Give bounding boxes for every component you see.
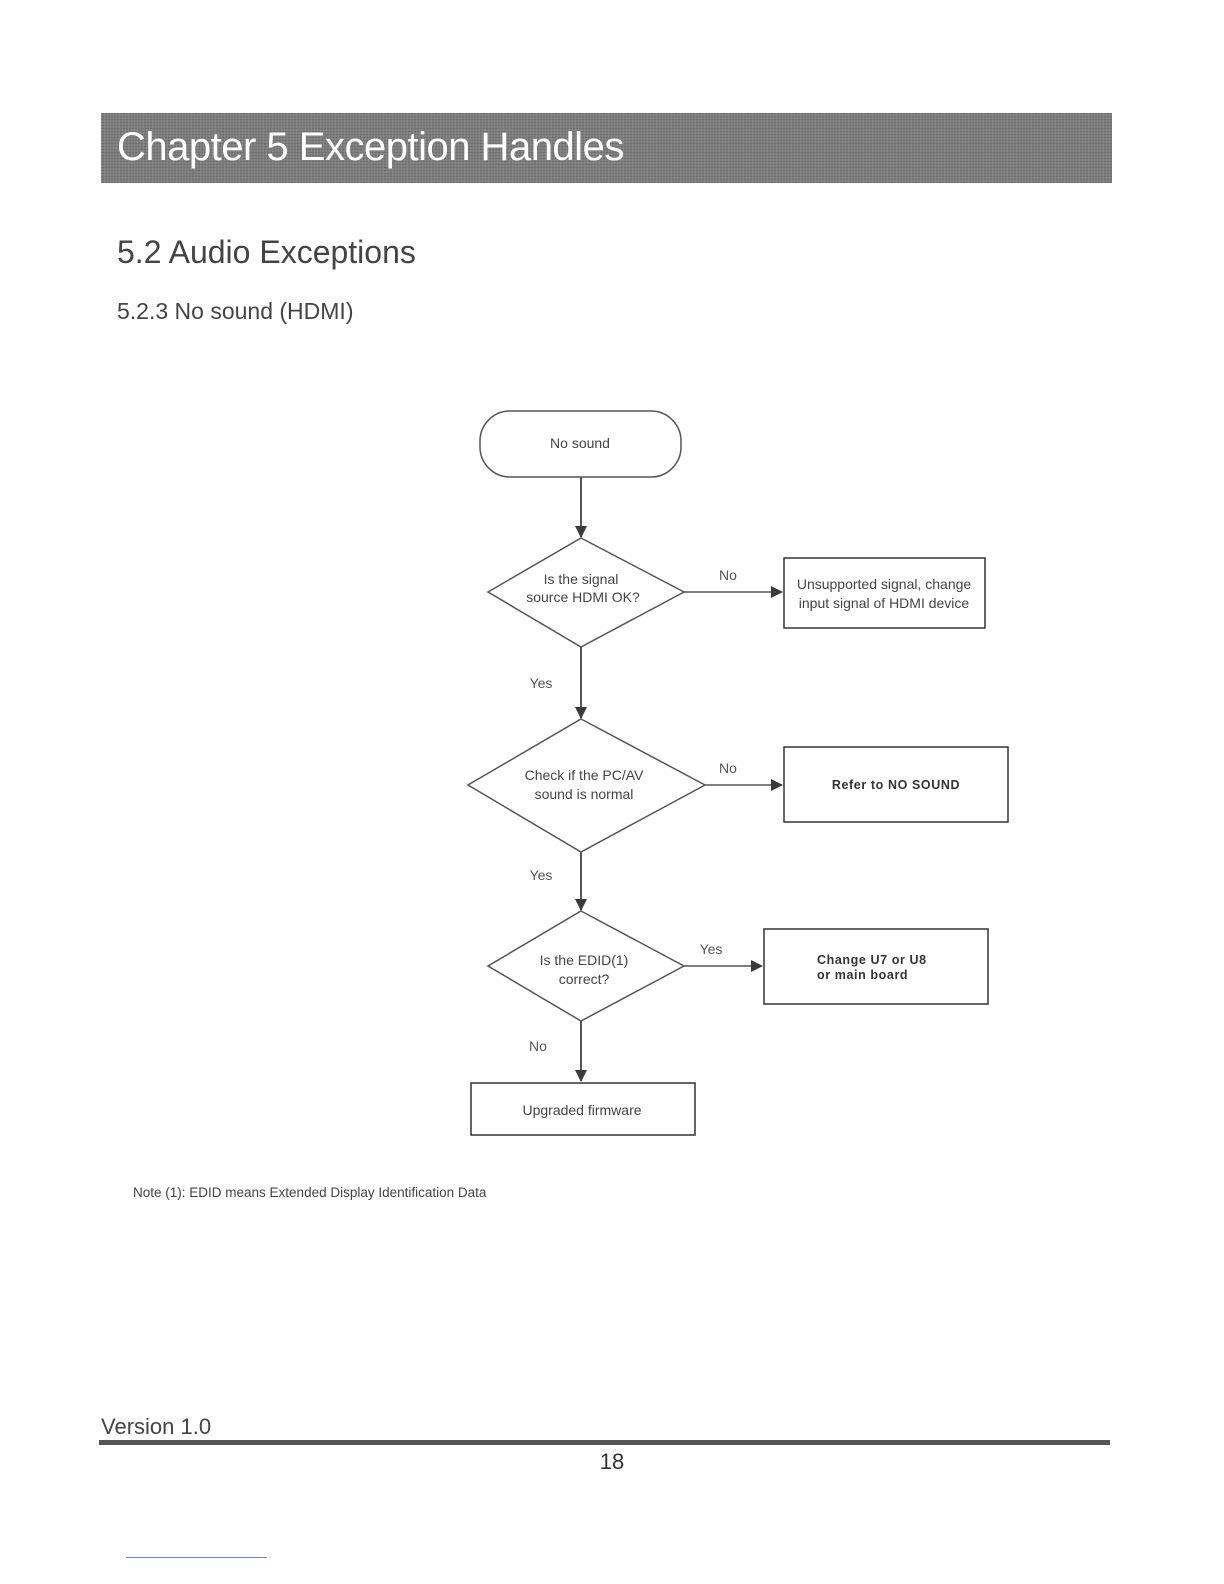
chapter-title: Chapter 5 Exception Handles: [117, 125, 624, 169]
result3-line2: or main board: [817, 968, 908, 982]
start-node: No sound: [479, 410, 682, 478]
result3-line1: Change U7 or U8: [817, 953, 927, 967]
footnote: Note (1): EDID means Extended Display Id…: [133, 1185, 487, 1200]
decision1-node: Is the signal source HDMI OK?: [486, 537, 686, 648]
result2-label: Refer to NO SOUND: [832, 778, 960, 792]
end-node: Upgraded firmware: [470, 1082, 696, 1136]
decision2-yes-label: Yes: [530, 867, 553, 883]
page-number: 18: [599, 1449, 625, 1474]
decision3-line1: Is the EDID(1): [540, 952, 629, 968]
decision3-no-label: No: [529, 1038, 547, 1054]
end-node-label: Upgraded firmware: [522, 1102, 641, 1118]
decision3-yes-label: Yes: [700, 941, 723, 957]
decision1-no-label: No: [719, 567, 737, 583]
decision3-line2: correct?: [559, 971, 610, 987]
result3-node: Change U7 or U8 or main board: [763, 928, 989, 1005]
result1-node: Unsupported signal, change input signal …: [783, 557, 986, 629]
decision1-yes-label: Yes: [530, 675, 553, 691]
footer-divider: [99, 1440, 1110, 1445]
start-node-label: No sound: [550, 435, 610, 451]
decision1-line1: Is the signal: [544, 571, 619, 587]
section-title: 5.2 Audio Exceptions: [117, 234, 416, 270]
decision2-node: Check if the PC/AV sound is normal: [466, 718, 707, 853]
result1-line1: Unsupported signal, change: [797, 576, 972, 592]
decision2-no-label: No: [719, 760, 737, 776]
result1-line2: input signal of HDMI device: [799, 595, 970, 611]
decision3-node: Is the EDID(1) correct?: [486, 910, 686, 1022]
result2-node: Refer to NO SOUND: [783, 746, 1009, 823]
chapter-banner: Chapter 5 Exception Handles: [101, 113, 1112, 183]
subsection-title: 5.2.3 No sound (HDMI): [117, 298, 354, 324]
bottom-link-underline: [126, 1557, 267, 1558]
decision2-line2: sound is normal: [535, 786, 634, 802]
version-label: Version 1.0: [101, 1414, 212, 1439]
decision2-line1: Check if the PC/AV: [525, 767, 644, 783]
decision1-line2: source HDMI OK?: [526, 589, 640, 605]
